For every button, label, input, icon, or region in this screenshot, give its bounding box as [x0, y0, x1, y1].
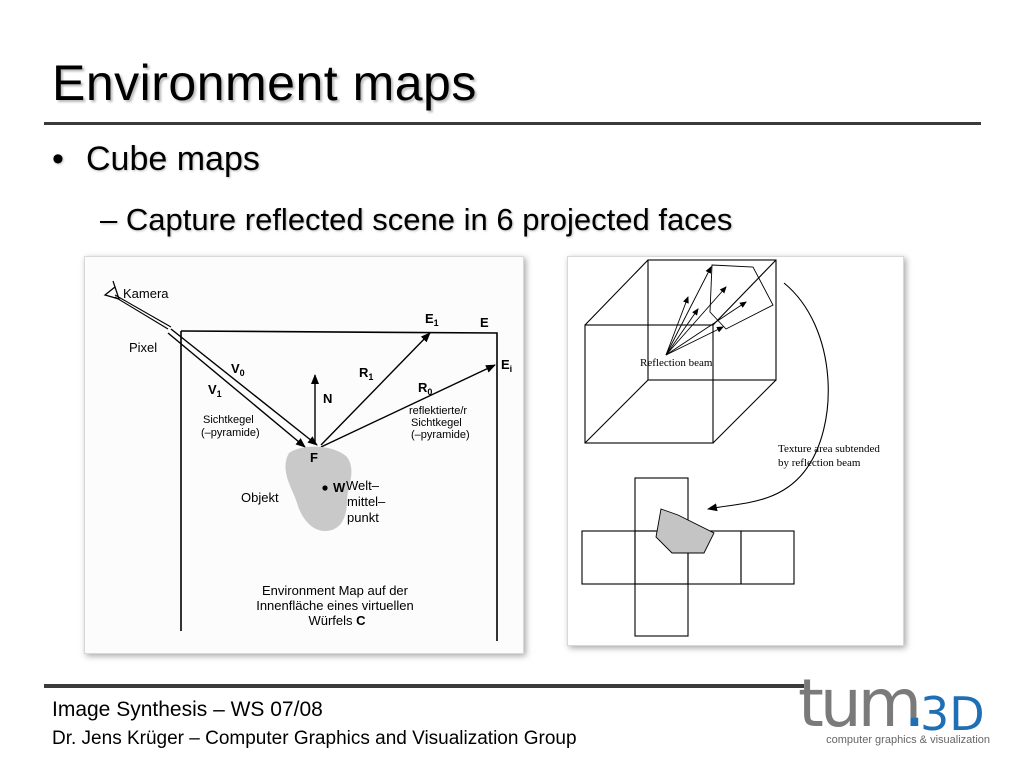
ray-r0: [320, 364, 496, 448]
cube-wireframe: [584, 259, 777, 444]
label-welt-1: Welt–: [346, 478, 380, 493]
curved-arrow: [707, 282, 829, 512]
logo-dot: .: [906, 686, 923, 737]
world-center-point: [322, 485, 328, 491]
logo-number: 3D: [920, 687, 985, 741]
label-kamera: Kamera: [123, 286, 169, 301]
ray-v1: [167, 332, 306, 448]
footer-course: Image Synthesis – WS 07/08: [52, 698, 323, 721]
bullet-level1: • Cube maps: [52, 142, 260, 176]
environment-map-figure: Kamera Pixel V0 V1 N R1 R0 E1 E Ei F W S…: [84, 256, 524, 654]
ray-r1: [320, 332, 431, 446]
label-e1: E1: [425, 311, 439, 328]
cube-map-figure: Reflection beam Texture area subtended b…: [567, 256, 904, 646]
texture-area-shape: [655, 508, 715, 554]
label-w: W: [333, 480, 346, 495]
label-welt-2: mittel–: [347, 494, 386, 509]
title-underline: [44, 122, 981, 125]
label-welt-3: punkt: [347, 510, 379, 525]
caption-line-1: Environment Map auf der: [262, 583, 409, 598]
tum3d-logo: tum . 3D computer graphics & visualizati…: [798, 665, 990, 746]
bullet-level1-text: Cube maps: [86, 140, 260, 178]
label-v1: V1: [208, 382, 222, 399]
label-f: F: [310, 450, 318, 465]
label-sichtkegel-2: (–pyramide): [201, 427, 260, 439]
camera-ray-1: [114, 296, 169, 330]
logo-tagline: computer graphics & visualization: [826, 734, 990, 746]
label-reflektierte-1: reflektierte/r: [409, 405, 467, 417]
footer-rule: [44, 684, 804, 688]
label-sichtkegel-1: Sichtkegel: [203, 414, 254, 426]
unfolded-cube-cross: [581, 477, 795, 637]
label-texture-1: Texture area subtended: [778, 443, 880, 455]
label-ei: Ei: [501, 357, 512, 374]
ray-v0: [170, 328, 318, 446]
label-reflektierte-3: (–pyramide): [411, 429, 470, 441]
environment-map-diagram: Kamera Pixel V0 V1 N R1 R0 E1 E Ei F W S…: [103, 280, 512, 641]
object-shape: [285, 446, 352, 531]
reflection-beam-rays: [665, 266, 747, 356]
caption-line-3: Würfels C: [308, 613, 366, 628]
label-n: N: [323, 391, 332, 406]
cube-face-outline: [180, 330, 498, 641]
slide-title: Environment maps: [52, 55, 477, 111]
logo-wordmark: tum: [798, 665, 918, 742]
label-pixel: Pixel: [129, 340, 157, 355]
label-reflection-beam: Reflection beam: [640, 357, 713, 369]
camera-ray-2: [114, 294, 172, 328]
label-texture-2: by reflection beam: [778, 457, 861, 469]
cube-map-diagram: Reflection beam Texture area subtended b…: [581, 259, 880, 637]
label-reflektierte-2: Sichtkegel: [411, 417, 462, 429]
label-r0: R0: [418, 380, 432, 397]
label-e: E: [480, 315, 489, 330]
bullet-level2: – Capture reflected scene in 6 projected…: [100, 202, 733, 237]
bullet-dot-icon: •: [52, 140, 64, 178]
label-v0: V0: [231, 361, 245, 378]
label-r1: R1: [359, 365, 373, 382]
caption-line-2: Innenfläche eines virtuellen: [256, 598, 414, 613]
footer-author: Dr. Jens Krüger – Computer Graphics and …: [52, 728, 577, 749]
label-objekt: Objekt: [241, 490, 279, 505]
camera-icon: [103, 280, 121, 300]
